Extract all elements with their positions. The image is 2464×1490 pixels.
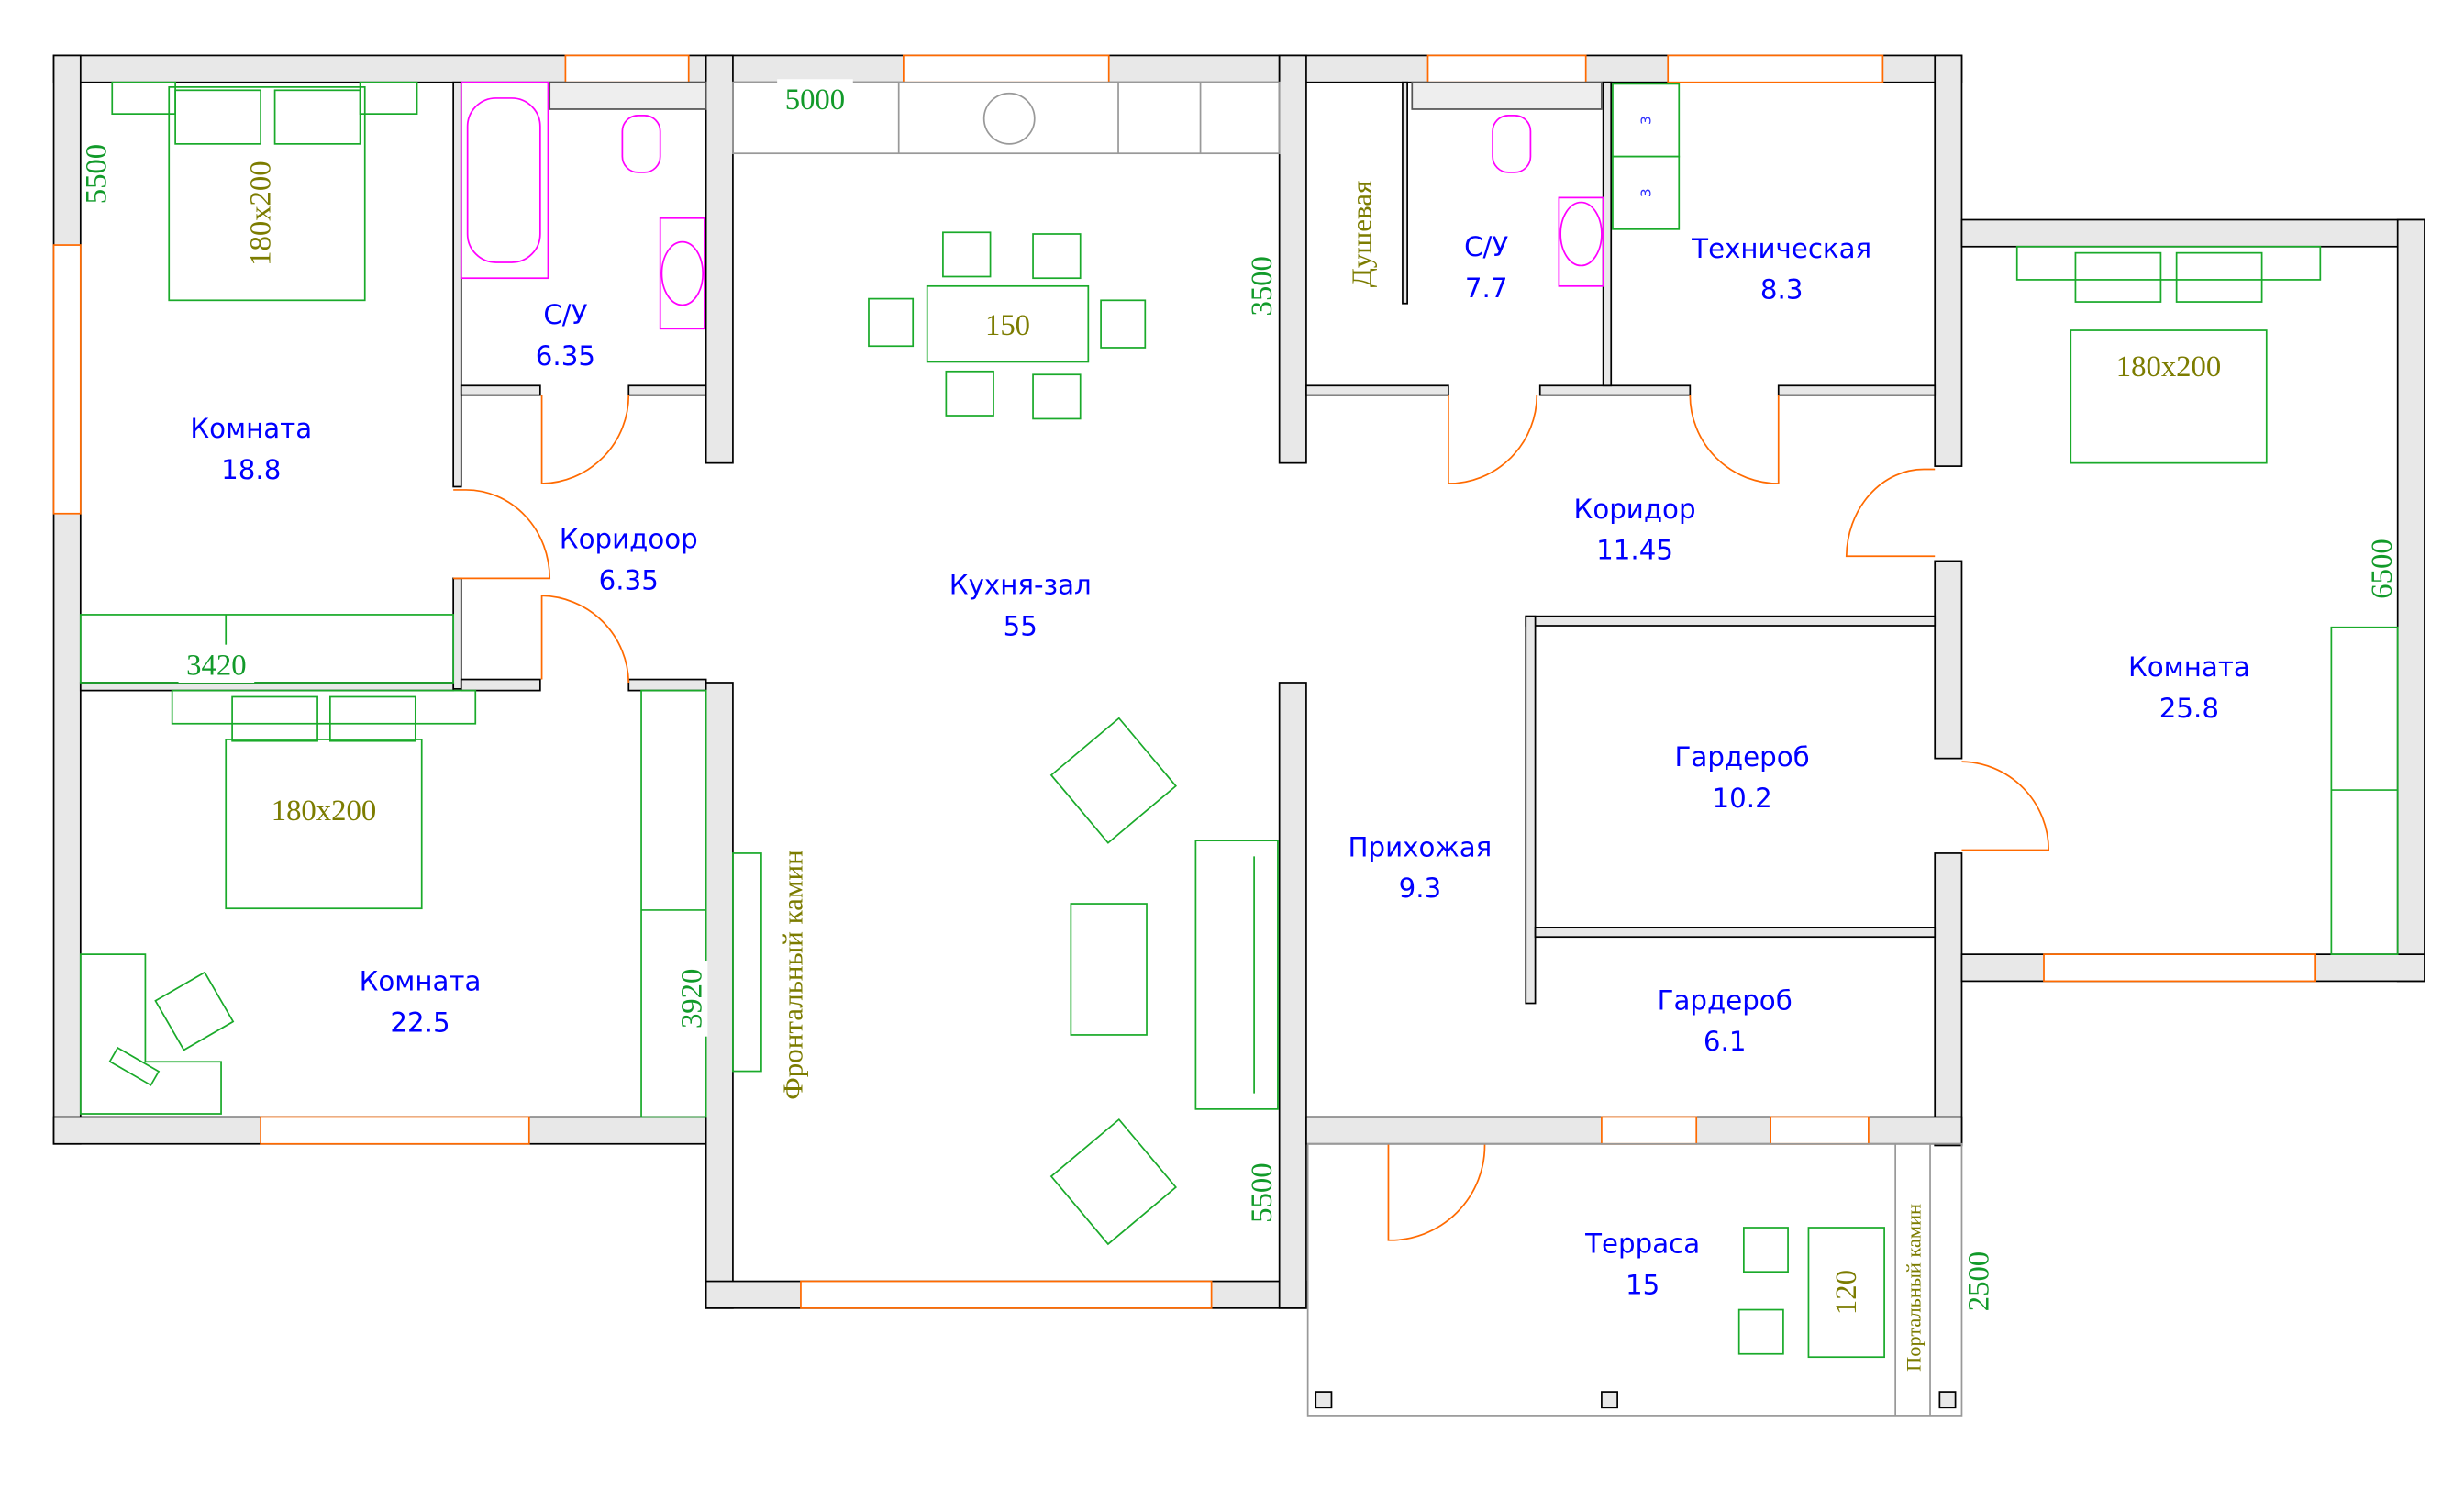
bed-label: 180x200 (2116, 350, 2221, 384)
bed-label: 180x200 (244, 161, 277, 265)
dimension-label: 3500 (1246, 256, 1279, 316)
room-name: Прихожая (1349, 831, 1493, 862)
room-area: 25.8 (2159, 693, 2219, 724)
room-area: 11.45 (1596, 535, 1673, 566)
cabinet-label: 3 (1637, 188, 1654, 197)
doors (453, 395, 2050, 1241)
washbasin-icon (660, 240, 705, 306)
room-name: Техническая (1691, 233, 1871, 264)
room-name: Терраса (1584, 1229, 1700, 1260)
room-area: 9.3 (1399, 873, 1442, 904)
room-name: Гардероб (1675, 741, 1810, 773)
toilet-icon (1492, 115, 1532, 173)
room-area: 15 (1626, 1269, 1659, 1300)
dimension-label: 3920 (675, 969, 708, 1029)
dimension-labels: 5500 5000 3500 3420 3920 5500 6500 2500 (80, 79, 2399, 1311)
dimension-label: 6500 (2366, 539, 2399, 598)
windows (52, 54, 2317, 1309)
room-area: 8.3 (1760, 274, 1804, 306)
dimension-label: 5500 (80, 144, 113, 204)
room-name: Комната (360, 966, 482, 997)
room-area: 7.7 (1465, 272, 1508, 304)
room-name: С/У (543, 299, 587, 330)
furniture-labels: 180x200 180x200 180x200 150 120 Душевая … (244, 116, 2221, 1372)
sink-icon (982, 92, 1036, 145)
room-name: Комната (2128, 651, 2250, 683)
bed-label: 180x200 (272, 795, 376, 828)
room-name: Коридор (1574, 494, 1696, 525)
furniture (79, 81, 2399, 1359)
room-name: Коридоор (560, 524, 698, 555)
sanitary (460, 81, 1604, 330)
room-area: 6.35 (536, 340, 595, 372)
fireplace-label: Фронтальный камин (777, 850, 809, 1099)
terrace-outline (1306, 1142, 1963, 1417)
kitchen-counter (732, 81, 1281, 155)
room-area: 6.35 (599, 564, 659, 595)
room-name: Гардероб (1658, 984, 1793, 1016)
room-area: 22.5 (390, 1007, 450, 1039)
dimension-label: 5000 (785, 83, 845, 117)
toilet-icon (621, 115, 661, 173)
table-label: 120 (1830, 1270, 1863, 1315)
shower-label: Душевая (1346, 181, 1378, 287)
dimension-label: 3420 (186, 649, 246, 682)
room-area: 10.2 (1713, 783, 1772, 814)
room-name: С/У (1464, 231, 1508, 262)
dimension-label: 5500 (1246, 1162, 1279, 1222)
room-area: 6.1 (1704, 1026, 1747, 1057)
room-name: Комната (190, 413, 312, 444)
room-area: 18.8 (221, 454, 281, 485)
cabinet-label: 3 (1637, 116, 1654, 125)
table-label: 150 (985, 309, 1030, 342)
fireplace-label: Портальный камин (1903, 1204, 1926, 1372)
washbasin-icon (1559, 201, 1603, 267)
room-labels: Комната 18.8 С/У 6.35 Коридоор 6.35 Кухн… (190, 231, 2249, 1300)
dimension-label: 2500 (1963, 1251, 1996, 1311)
room-name: Кухня-зал (949, 570, 1092, 601)
room-area: 55 (1004, 610, 1038, 641)
